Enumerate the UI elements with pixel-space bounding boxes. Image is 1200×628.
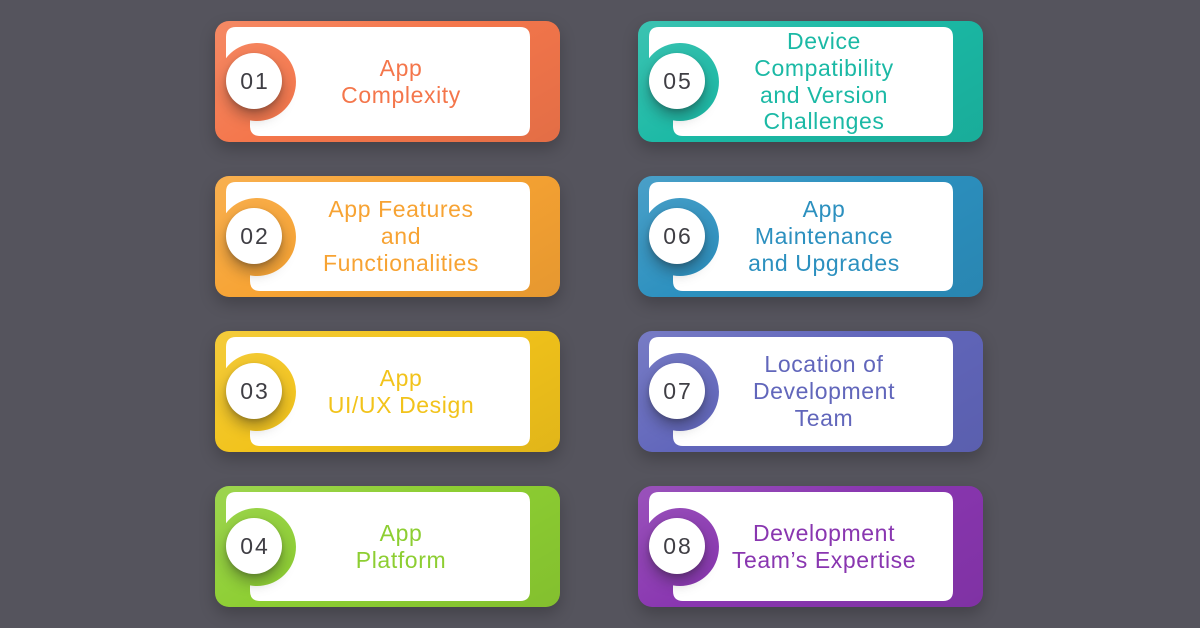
step-number: 07 (663, 377, 693, 404)
step-number-badge: 01 (226, 53, 282, 109)
step-title: App Features and Functionalities (322, 196, 480, 276)
step-card-07: Location of Development Team 07 (638, 331, 983, 452)
step-number: 02 (240, 222, 270, 249)
step-title: App UI/UX Design (327, 364, 475, 418)
step-card-05: Device Compatibility and Version Challen… (638, 21, 983, 142)
step-number: 04 (240, 532, 270, 559)
step-number-badge: 03 (226, 363, 282, 419)
step-card-03: App UI/UX Design 03 (215, 331, 560, 452)
step-number-badge: 07 (649, 363, 705, 419)
step-number: 03 (240, 377, 270, 404)
step-number: 05 (663, 67, 693, 94)
step-number: 01 (240, 67, 270, 94)
step-title: Development Team’s Expertise (731, 519, 917, 573)
step-card-02: App Features and Functionalities 02 (215, 176, 560, 297)
step-card-01: App Complexity 01 (215, 21, 560, 142)
step-number: 06 (663, 222, 693, 249)
step-card-04: App Platform 04 (215, 486, 560, 607)
step-number-badge: 08 (649, 518, 705, 574)
step-title: Location of Development Team (752, 351, 896, 431)
step-title: App Complexity (341, 54, 461, 108)
step-number-badge: 06 (649, 208, 705, 264)
step-number: 08 (663, 532, 693, 559)
step-title: App Platform (355, 519, 447, 573)
step-number-badge: 04 (226, 518, 282, 574)
step-card-06: App Maintenance and Upgrades 06 (638, 176, 983, 297)
cards-grid: App Complexity 01 App Features and Funct… (215, 21, 983, 607)
step-title: App Maintenance and Upgrades (748, 196, 900, 276)
step-title: Device Compatibility and Version Challen… (754, 27, 894, 135)
step-card-08: Development Team’s Expertise 08 (638, 486, 983, 607)
step-number-badge: 02 (226, 208, 282, 264)
step-number-badge: 05 (649, 53, 705, 109)
